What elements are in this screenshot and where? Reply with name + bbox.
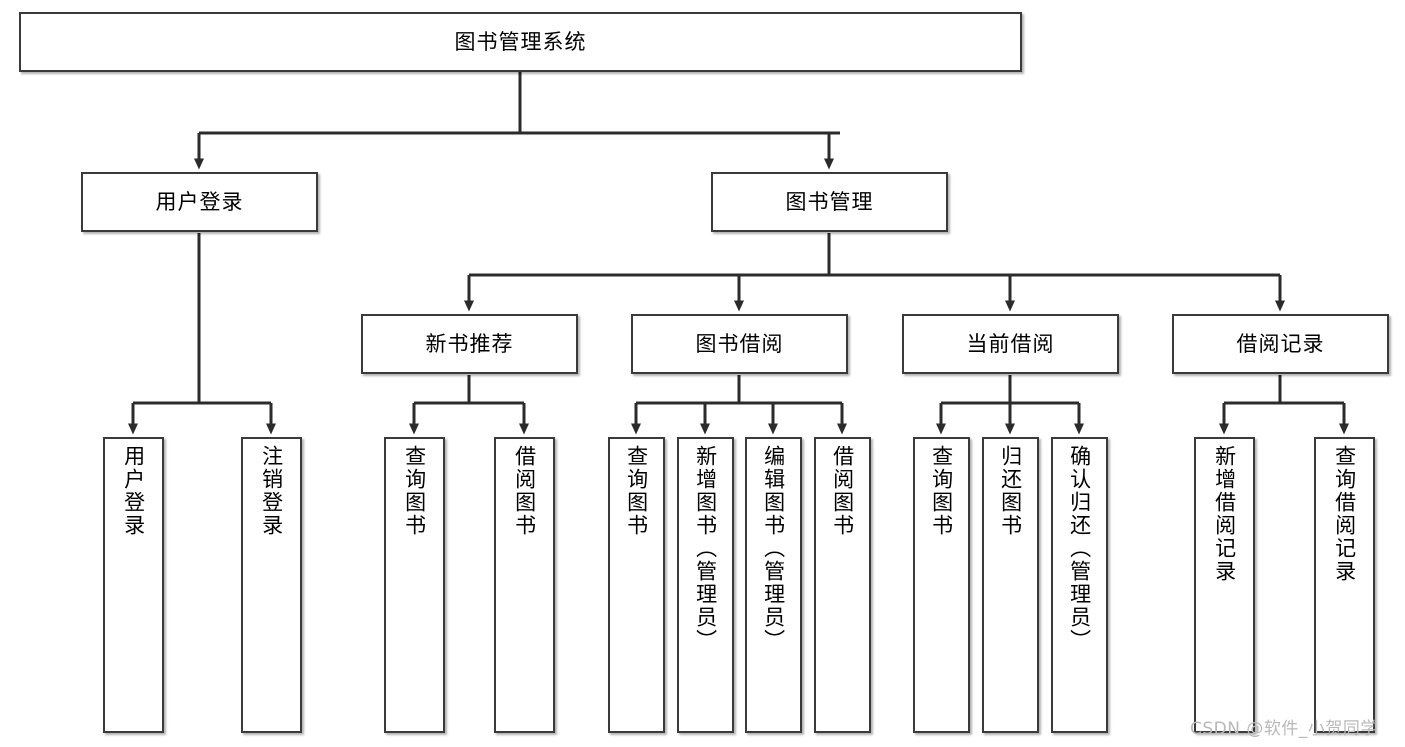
node-leaf-logout-login-label: 注销登录 xyxy=(259,445,284,537)
node-current-borrow[interactable]: 当前借阅 xyxy=(902,314,1119,374)
node-leaf-query-book-2-label: 查询图书 xyxy=(624,445,649,537)
node-leaf-query-book-2[interactable]: 查询图书 xyxy=(608,437,665,733)
node-leaf-edit-book-label: 编辑图书（管理员） xyxy=(761,445,786,652)
node-leaf-query-record-label: 查询借阅记录 xyxy=(1332,445,1357,583)
node-book-borrow-label: 图书借阅 xyxy=(695,331,784,356)
node-user-login-label: 用户登录 xyxy=(155,189,244,214)
node-leaf-logout-login[interactable]: 注销登录 xyxy=(241,437,302,733)
node-new-book-recommend[interactable]: 新书推荐 xyxy=(361,314,578,374)
node-book-manage-label: 图书管理 xyxy=(785,189,874,214)
node-new-book-recommend-label: 新书推荐 xyxy=(425,331,514,356)
node-root-label: 图书管理系统 xyxy=(454,29,587,54)
node-leaf-add-record-label: 新增借阅记录 xyxy=(1212,445,1237,583)
node-leaf-confirm-return-label: 确认归还（管理员） xyxy=(1067,445,1092,652)
node-leaf-borrow-book-2-label: 借阅图书 xyxy=(830,445,855,537)
node-leaf-query-book-3-label: 查询图书 xyxy=(929,445,954,537)
node-leaf-query-record[interactable]: 查询借阅记录 xyxy=(1314,437,1375,733)
node-leaf-borrow-book-1-label: 借阅图书 xyxy=(512,445,537,537)
node-leaf-return-book[interactable]: 归还图书 xyxy=(982,437,1039,733)
node-leaf-borrow-book-2[interactable]: 借阅图书 xyxy=(814,437,871,733)
node-leaf-query-book-3[interactable]: 查询图书 xyxy=(913,437,970,733)
node-leaf-add-book-label: 新增图书（管理员） xyxy=(693,445,718,652)
node-leaf-user-login[interactable]: 用户登录 xyxy=(103,437,164,733)
node-leaf-query-book-1[interactable]: 查询图书 xyxy=(384,437,445,733)
node-leaf-query-book-1-label: 查询图书 xyxy=(402,445,427,537)
node-book-borrow[interactable]: 图书借阅 xyxy=(631,314,848,374)
node-leaf-confirm-return[interactable]: 确认归还（管理员） xyxy=(1051,437,1108,733)
node-user-login[interactable]: 用户登录 xyxy=(81,172,318,232)
node-book-manage[interactable]: 图书管理 xyxy=(711,172,948,232)
node-current-borrow-label: 当前借阅 xyxy=(966,331,1055,356)
node-borrow-record-label: 借阅记录 xyxy=(1236,331,1325,356)
node-leaf-edit-book[interactable]: 编辑图书（管理员） xyxy=(745,437,802,733)
node-root[interactable]: 图书管理系统 xyxy=(19,12,1022,72)
node-leaf-add-book[interactable]: 新增图书（管理员） xyxy=(677,437,734,733)
node-borrow-record[interactable]: 借阅记录 xyxy=(1172,314,1389,374)
node-leaf-return-book-label: 归还图书 xyxy=(998,445,1023,537)
node-leaf-borrow-book-1[interactable]: 借阅图书 xyxy=(494,437,555,733)
node-leaf-add-record[interactable]: 新增借阅记录 xyxy=(1194,437,1255,733)
node-leaf-user-login-label: 用户登录 xyxy=(121,445,146,537)
